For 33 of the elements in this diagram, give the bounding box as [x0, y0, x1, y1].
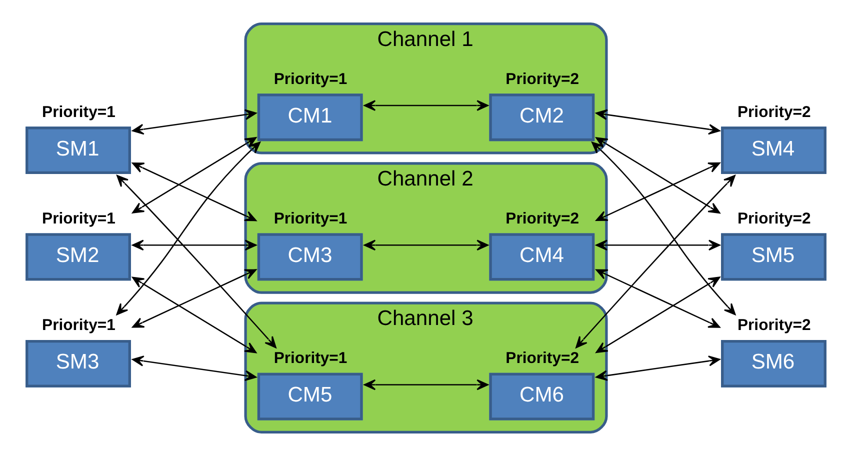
arrow	[132, 269, 256, 328]
arrow	[363, 379, 488, 390]
node-label: Priority=1	[42, 317, 115, 334]
arrow	[595, 109, 720, 135]
node-label: Priority=2	[737, 317, 810, 334]
arrow	[575, 174, 735, 348]
arrow	[363, 240, 488, 251]
arrow	[116, 174, 276, 348]
arrow	[132, 356, 256, 381]
arrow	[595, 356, 720, 381]
arrow	[595, 240, 720, 251]
node-label: Priority=1	[273, 350, 347, 368]
node-label: Priority=1	[42, 104, 115, 121]
node-label: Priority=2	[505, 210, 579, 228]
node-label: Priority=2	[505, 70, 579, 88]
arrow	[595, 276, 720, 354]
arrow	[132, 240, 256, 251]
arrow	[363, 100, 488, 111]
arrow	[132, 109, 256, 135]
arrow	[132, 137, 256, 214]
arrow	[591, 142, 736, 316]
node-label: Priority=2	[505, 350, 579, 368]
arrow	[132, 162, 256, 222]
arrow	[595, 162, 720, 222]
arrow	[116, 142, 260, 316]
node-label: Priority=2	[737, 104, 810, 121]
arrow	[595, 269, 720, 328]
arrow	[132, 276, 256, 354]
node-label: Priority=1	[273, 70, 347, 88]
arrow	[595, 137, 720, 214]
node-label: Priority=1	[42, 210, 115, 228]
node-label: Priority=2	[737, 210, 810, 228]
node-label: Priority=1	[273, 210, 347, 228]
